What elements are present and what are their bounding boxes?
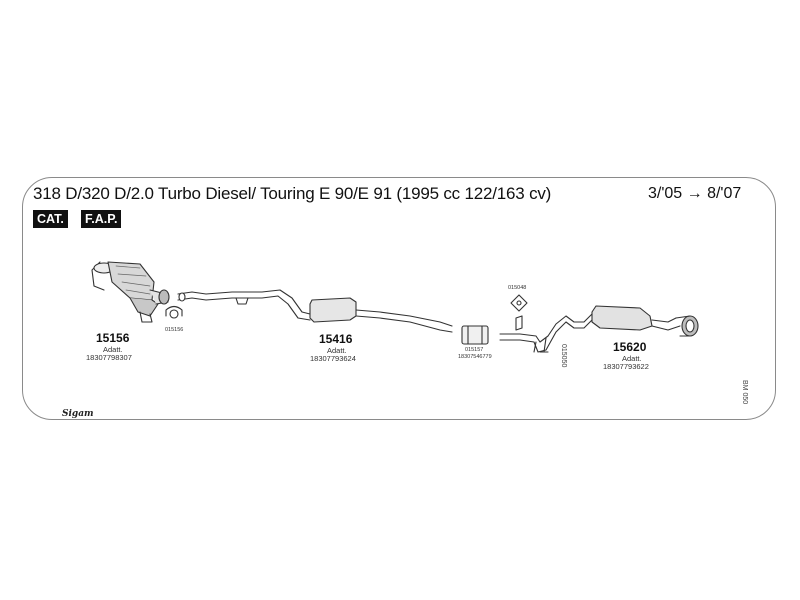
date-range: 3/'05 → 8/'07 (648, 185, 742, 202)
part-ref-15416: 18307793624 (310, 354, 356, 363)
cat-tag: CAT. (33, 210, 68, 228)
brand-logo: Sigam (62, 409, 94, 419)
part-adapt-label-15416: Adatt. (327, 346, 347, 355)
part-number-15416: 15416 (319, 332, 353, 346)
gasket-part[interactable] (165, 305, 183, 319)
fap-tag: F.A.P. (81, 210, 122, 228)
part-adapt-label-15156: Adatt. (103, 345, 123, 354)
hanger-part[interactable] (510, 294, 528, 331)
part-adapt-label-15620: Adatt. (622, 354, 642, 363)
side-code: BM 050 (741, 380, 748, 405)
part-number-15156: 15156 (96, 331, 130, 345)
clamp-code: 015157 (465, 347, 484, 353)
diagram-frame (22, 177, 776, 420)
catalyst-dpf-part[interactable] (91, 261, 170, 323)
gasket-code: 015156 (165, 327, 184, 333)
rear-silencer-part[interactable] (499, 305, 699, 353)
part-ref-15620: 18307793622 (603, 362, 649, 371)
vehicle-title: 318 D/320 D/2.0 Turbo Diesel/ Touring E … (33, 184, 552, 203)
front-pipe-part[interactable] (177, 289, 453, 333)
part-number-15620: 15620 (613, 340, 647, 354)
bracket-code: 015050 (560, 344, 567, 368)
clamp-part[interactable] (461, 325, 489, 345)
clamp-ref: 18307546779 (458, 354, 492, 360)
part-ref-15156: 18307798307 (86, 353, 132, 362)
hanger-code: 015048 (508, 285, 527, 291)
